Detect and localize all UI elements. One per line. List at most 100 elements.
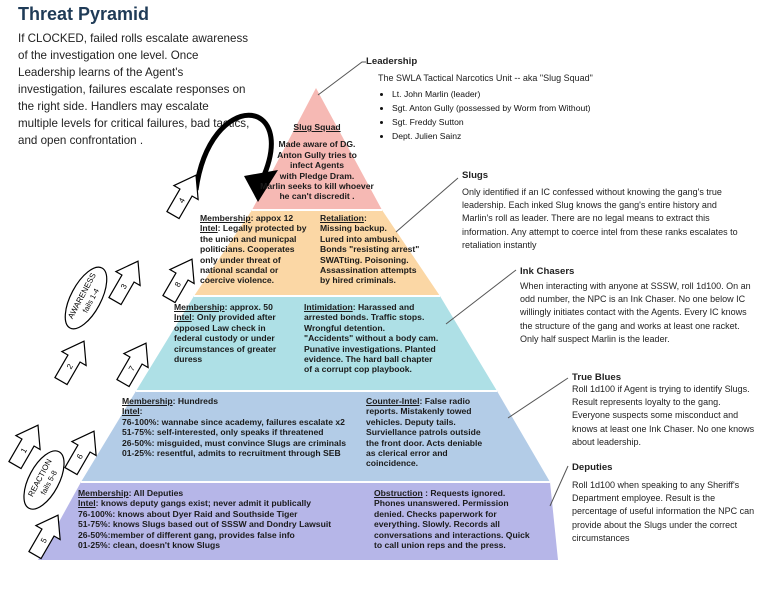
deputies-intel-line: 26-50%:member of different gang, provide… [78, 529, 295, 540]
awareness-oval [64, 266, 108, 330]
awareness-arrow-1: 1 [8, 424, 41, 470]
retaliation-line: Lured into ambush. [320, 233, 400, 244]
obstruction-line: Phones unanswered. Permission [374, 498, 509, 509]
ink-chasers-intel-line: federal custody or under [174, 333, 275, 344]
slugs-membership-value: : appox 12 [250, 213, 294, 223]
counter-intel-block: Counter-Intel: False radio reports. Mist… [366, 396, 496, 469]
awareness-arrow-2: 2 [54, 340, 87, 386]
reaction-arrow-7-shape [116, 342, 149, 388]
intimidation-lines: arrested bonds. Traffic stops.Wrongful d… [304, 312, 444, 374]
intel-label: Intel [200, 223, 218, 234]
awareness-arrow-4: 4 [166, 174, 199, 220]
counter-intel-line: as clerical error and [366, 448, 448, 459]
retaliation-line: SWATting. Poisoning. [320, 254, 409, 265]
awareness-arrow-3-shape [108, 260, 141, 306]
slug-squad-block: Slug Squad Made aware of DG.Anton Gully … [232, 122, 402, 202]
deputies-intel-line: 01-25%: clean, doesn't know Slugs [78, 540, 220, 551]
retaliation-line: by hired criminals. [320, 275, 396, 286]
ink-chasers-intel-line: circumstances of greater [174, 343, 277, 354]
intimidation-line: arrested bonds. Traffic stops. [304, 312, 425, 323]
reaction-arrow-5-number: 5 [39, 536, 49, 545]
obstruction-label: Obstruction [374, 488, 423, 498]
intimidation-line: evidence. The hard ball chapter [304, 354, 433, 365]
slugs-intel-line: the union and municpal [200, 233, 297, 244]
reaction-arrow-6-shape [64, 430, 97, 476]
leader-line-leadership [317, 61, 366, 96]
intel-label: Intel [78, 498, 96, 509]
slug-squad-line: he can't discredit . [279, 191, 355, 202]
counter-intel-line: Surviellance patrols outside [366, 427, 481, 438]
deputies-intel-lines: Intel: knows deputy gangs exist; never a… [78, 498, 368, 550]
counter-intel-line: vehicles. Deputy tails. [366, 416, 456, 427]
slug-squad-line: Anton Gully tries to [277, 149, 357, 160]
slugs-membership-label: Membership [200, 213, 251, 223]
retaliation-line: Assassination attempts [320, 265, 417, 276]
true-blues-intel-line: 76-100%: wannabe since academy, failures… [122, 416, 345, 427]
slugs-intel-line: Intel: Legally protected by [200, 223, 307, 234]
true-blues-intel-line: 26-50%: misguided, must convince Slugs a… [122, 437, 346, 448]
true-blues-intel-line: 51-75%: self-interested, only speaks if … [122, 427, 324, 438]
ink-chasers-heading: Ink Chasers [520, 266, 575, 277]
slugs-annotation: Slugs Only identified if an IC confessed… [462, 170, 747, 252]
awareness-arrow-3: 3 [108, 260, 141, 306]
reaction-arrow-8-number: 8 [173, 280, 183, 289]
deputies-intel-line: 76-100%: knows about Dyer Raid and South… [78, 508, 298, 519]
ink-chasers-membership-label: Membership [174, 302, 225, 312]
awareness-arrow-2-number: 2 [65, 362, 75, 371]
intel-label: Intel [122, 406, 140, 417]
leadership-member-list: Lt. John Marlin (leader)Sgt. Anton Gully… [378, 87, 666, 143]
true-blues-annotation: True Blues Roll 1d100 if Agent is trying… [572, 372, 760, 449]
reaction-arrow-6-number: 6 [75, 452, 85, 461]
deputies-membership-label: Membership [78, 488, 129, 498]
intel-label: Intel [174, 312, 192, 323]
deputies-intel-line: 51-75%: knows Slugs based out of SSSW an… [78, 519, 332, 530]
obstruction-block: Obstruction : Requests ignored. Phones u… [374, 488, 550, 550]
ink-chasers-annotation: Ink Chasers When interacting with anyone… [520, 266, 760, 346]
obstruction-first: : Requests ignored. [422, 488, 506, 498]
tier-ink-chasers [136, 296, 497, 391]
intimidation-line: of a corrupt cop playbook. [304, 364, 412, 375]
awareness-arrow-1-number: 1 [19, 446, 29, 455]
intimidation-first: : Harassed and [352, 302, 415, 312]
leadership-member: Lt. John Marlin (leader) [392, 87, 666, 101]
reaction-arrow-7: 7 [116, 342, 149, 388]
awareness-arrow-2-shape [54, 340, 87, 386]
intro-text: If CLOCKED, failed rolls escalate awaren… [18, 32, 250, 147]
ink-chasers-membership-value: : approx. 50 [224, 302, 273, 312]
leadership-member: Sgt. Freddy Sutton [392, 115, 666, 129]
awareness-arrow-3-number: 3 [119, 282, 129, 291]
retaliation-label: Retaliation [320, 213, 364, 223]
reaction-arrow-5-shape [28, 514, 61, 560]
leader-line-ink-chasers [445, 269, 517, 325]
slugs-body: Only identified if an IC confessed witho… [462, 187, 738, 250]
ink-chasers-intel-line: Intel: Only provided after [174, 312, 276, 323]
slugs-intel-line: coercive violence. [200, 275, 275, 286]
leadership-member: Dept. Julien Sainz [392, 129, 666, 143]
obstruction-line: everything. Slowly. Records all [374, 519, 500, 530]
slug-squad-line: infect Agents [289, 160, 345, 171]
leadership-annotation: Leadership The SWLA Tactical Narcotics U… [366, 56, 666, 143]
ink-chasers-intel-line: duress [174, 354, 203, 365]
deputies-intel-line: Intel: knows deputy gangs exist; never a… [78, 498, 312, 509]
slug-squad-line: with Pledge Dram. [279, 170, 355, 181]
counter-intel-line: coincidence. [366, 458, 419, 469]
reaction-arrow-5: 5 [28, 514, 61, 560]
awareness-arrow-4-number: 4 [177, 196, 187, 205]
slug-squad-title: Slug Squad [293, 122, 341, 132]
retaliation-line: Bonds "resisting arrest" [320, 244, 420, 255]
leadership-member: Sgt. Anton Gully (possessed by Worm from… [392, 101, 666, 115]
counter-intel-line: the front door. Acts deniable [366, 437, 483, 448]
reaction-arrow-7-number: 7 [127, 364, 137, 373]
slug-squad-line: Marlin seeks to kill whoever [260, 181, 374, 192]
intimidation-label: Intimidation [304, 302, 353, 312]
leader-line-slugs [395, 177, 459, 233]
intimidation-block: Intimidation: Harassed and arrested bond… [304, 302, 444, 375]
true-blues-body: Roll 1d100 if Agent is trying to identif… [572, 384, 755, 447]
counter-intel-label: Counter-Intel [366, 396, 420, 406]
